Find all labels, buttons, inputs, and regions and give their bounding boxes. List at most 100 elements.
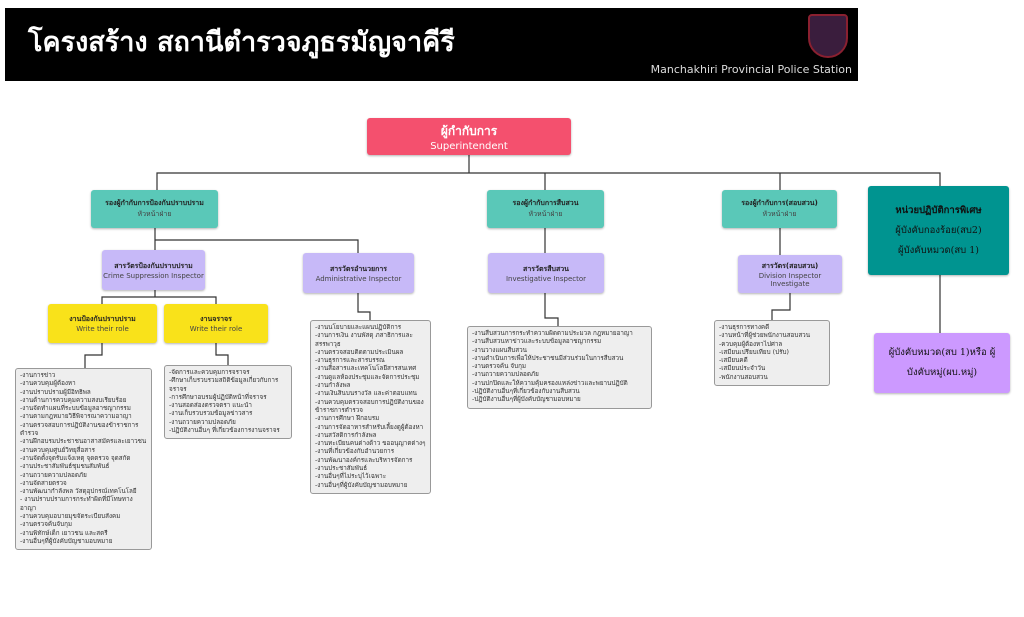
admin-duties-list: -งานนโยบายและแผนปฏิบัติการ-งานการเงิน งา… [310,320,431,494]
police-badge-logo [808,14,848,58]
list-item: -งานพัฒนาองค์กรและบริหารจัดการ [315,456,413,464]
node-title: หน่วยปฏิบัติการพิเศษ [895,204,982,216]
list-item: -งานจัดทำแผนที่ระบบข้อมูลอาชญากรรม [20,405,131,413]
node-subtitle: Write their role [76,325,129,333]
list-item: - งานปราบปรามการกระทำผิดที่มีโทษทางอาญา [20,496,133,512]
list-item: -งานสืบสวนหาข่าวและระบบข้อมูลอาชญากรรม [472,338,602,346]
node-title: งานป้องกันปราบปราม [69,315,136,323]
list-item: -งานดูแลห้องประชุมและจัดการประชุม [315,373,420,381]
node-title: สารวัตรสืบสวน [523,264,569,273]
list-item: -งานอื่นๆที่ไม่ระบุไว้เฉพาะ [315,473,387,481]
list-item: -งานที่เกี่ยวข้องกับอำนวยการ [315,448,395,456]
list-item: -งานอื่นๆที่ผู้บังคับบัญชามอบหมาย [20,537,113,545]
node-subtitle: Crime Suppression Inspector [103,271,204,280]
crime-duties-list: -งานการข่าว-งานควบคุมผู้ต้องหา-งานปราบปร… [15,368,152,551]
list-item: -งานการศึกษา ฝึกอบรม [315,415,380,423]
list-item: -งานหน้าที่ผู้ช่วยพนักงานสอบสวน [719,332,811,340]
list-item: -งานการเงิน งานพัสดุ ภสาธิการและสรรพาวุธ [315,332,413,348]
list-item: -งานธุรการและสารบรรณ [315,357,385,365]
list-item: -ควบคุมผู้ต้องหาไปศาล [719,340,783,348]
node-title: รองผู้กำกับการ(สอบสวน) [741,199,818,207]
list-item: -งานควบคุมอบายมุขจัดระเบียบสังคม [20,513,121,521]
node-title: สารวัตร(สอบสวน) [761,261,819,270]
list-item: -งานจัดตั้งจุดรับแจ้งเหตุ จุดตรวจ จุดสกั… [20,454,131,462]
list-item: -งานควบคุมตรวจสอบการปฏิบัติงานของข้าราชก… [315,398,424,414]
list-item: -งานพิทักษ์เด็ก เยาวชน และสตรี [20,529,108,537]
list-item: -ปฏิบัติงานอื่นๆ ที่เกี่ยวข้องการงานจราจ… [169,427,280,435]
node-subtitle: Superintendent [430,140,508,152]
list-item: -งานวางแผนสืบสวน [472,346,527,354]
node-subtitle: หัวหน้าฝ่าย [762,210,797,218]
list-item: -งานประชาสัมพันธ์ [315,465,368,473]
traffic-unit-node: งานจราจร Write their role [164,304,268,343]
list-item: -งานธุรการทางคดี [719,324,770,331]
list-item: -เสมียนประจำวัน [719,365,766,373]
list-item: -การศึกษาอบรมผู้ปฏิบัติหน้าที่จราจร [169,393,267,401]
list-item: -งานควบคุมศูนย์วิทยุสื่อสาร [20,446,96,454]
list-item: -งานนโยบายและแผนปฏิบัติการ [315,324,402,331]
node-title: งานจราจร [200,315,232,323]
list-item: -งานปกปิดและให้ความคุ้มครองแหล่งข่าวและพ… [472,379,628,387]
list-item: -งานจัดสายตรวจ [20,479,67,487]
list-item: -งานสอดส่องตรวจตรา แนะนำ [169,402,252,410]
crime-prevention-unit-node: งานป้องกันปราบปราม Write their role [48,304,157,343]
node-title: สารวัตรอำนวยการ [329,264,388,273]
node-subtitle: หัวหน้าฝ่าย [528,210,563,218]
list-item: -งานพัฒนากำลังพล วัสดุอุปกรณ์เทคโนโลยี [20,488,137,496]
page-title: โครงสร้าง สถานีตำรวจภูธรมัญจาคีรี [28,27,455,58]
superintendent-node: ผู้กำกับการ Superintendent [367,118,571,155]
list-item: -งานถวายความปลอดภัย [472,371,539,379]
list-item: -งานกำลังพล [315,382,351,390]
list-item: -งานตามกฎหมายวิธีพิจารณาความอาญา [20,413,132,421]
node-subtitle: Administrative Inspector [315,274,402,283]
list-item: -งานตรวจค้น จับกุม [472,363,527,371]
list-item: -เสมียนคดี [719,357,748,365]
list-item: -งานถวายความปลอดภัย [169,418,236,426]
node-subtitle: Division Inspector Investigate [758,271,822,288]
node-title: สารวัตรป้องกันปราบปราม [114,261,193,270]
list-item: -งานการข่าว [20,372,56,379]
node-title: รองผู้กำกับการป้องกันปราบปราม [105,199,204,207]
list-item: -งานเงินสินบนรางวัล และค่าตอบแทน [315,390,417,398]
node-subtitle: Investigative Inspector [505,274,587,283]
node-line: ผู้บังคับหมวด(สบ 1) [898,244,979,256]
node-subtitle: Write their role [189,325,243,333]
investigation-duties-list: -งานสืบสวนการกระทำความผิดตามประมวล กฎหมา… [467,326,652,409]
list-item: -งานปราบปรามผู้มีอิทธิพล [20,388,91,396]
list-item: -งานอื่นๆที่ผู้บังคับบัญชามอบหมาย [315,481,408,489]
list-item: -งานตรวจสอบติดตามประเมินผล [315,348,404,356]
list-item: -ปฏิบัติงานอื่นๆที่เกี่ยวข้องกับงานสืบสว… [472,388,580,396]
list-item: -งานตรวจสอบการปฏิบัติงานของข้าราชการตำรว… [20,421,139,438]
list-item: -งานทะเบียนคนต่างด้าว ขออนุญาตต่างๆ [315,440,426,448]
list-item: -งานด้านการควบคุมความสงบเรียบร้อย [20,396,127,404]
list-item: -ปฏิบัติงานอื่นๆที่ผู้บังคับบัญชามอบหมาย [472,396,581,404]
node-title: รองผู้กำกับการสืบสวน [512,199,579,207]
traffic-duties-list: -จัดการและควบคุมการจราจร-ศึกษาเก็บรวบรวม… [164,365,292,440]
list-item: -งานประชาสัมพันธ์ชุมชนสัมพันธ์ [20,463,110,471]
list-item: -ศึกษาเก็บรวบรวมสถิติข้อมูลเกี่ยวกับการจ… [169,377,279,393]
list-item: -งานฝึกอบรมประชาชนอาสาสมัครและเยาวชน [20,438,147,446]
deputy-inquiry-node: รองผู้กำกับการ(สอบสวน) หัวหน้าฝ่าย [722,190,837,228]
list-item: -งานเก็บรวบรวมข้อมูลข่าวสาร [169,410,253,418]
list-item: -งานสืบสวนการกระทำความผิดตามประมวล กฎหมา… [472,330,633,337]
list-item: -งานควบคุมผู้ต้องหา [20,380,76,388]
node-title: ผู้บังคับหมวด(สบ 1)หรือ ผู้บังคับหมู่(ผบ… [888,347,996,378]
list-item: -งานสวัสดิการกำลังพล [315,431,377,439]
list-item: -งานสื่อสารและเทคโนโลยีสารสนเทศ [315,365,417,373]
node-subtitle: หัวหน้าฝ่าย [137,210,172,218]
list-item: -งานการจัดอาหารสำหรับเลี้ยงดูผู้ต้องหา [315,423,424,431]
list-item: -งานดำเนินการเพื่อให้ประชาชนมีส่วนร่วมใน… [472,354,624,362]
deputy-investigation-node: รองผู้กำกับการสืบสวนหัวหน้าฝ่าย [487,190,604,228]
node-title: ผู้กำกับการ [440,123,498,138]
list-item: -งานตรวจค้นจับกุม [20,521,73,529]
list-item: -จัดการและควบคุมการจราจร [169,369,250,376]
list-item: -พนักงานสอบสวน [719,373,768,381]
platoon-commander-node: ผู้บังคับหมวด(สบ 1)หรือ ผู้บังคับหมู่(ผบ… [874,333,1010,393]
header-bar [5,8,858,81]
node-line: ผู้บังคับกองร้อย(สบ2) [895,224,982,236]
list-item: -เสมียนเปรียบเทียบ (ปรับ) [719,348,789,356]
